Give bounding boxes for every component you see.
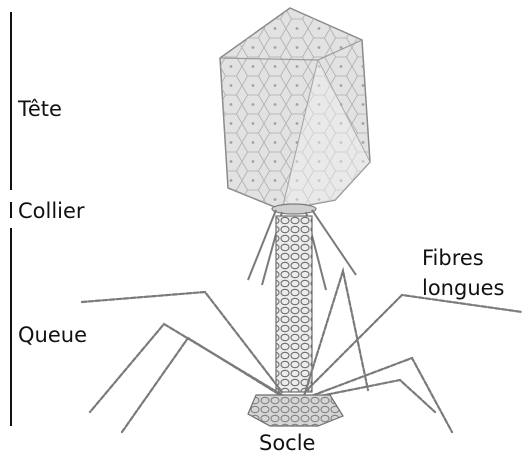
long-fibers-label-line1: Fibres	[422, 246, 484, 270]
collar-label: Collier	[18, 199, 85, 223]
baseplate-label: Socle	[259, 431, 315, 455]
tail-bracket-line	[10, 228, 12, 426]
tail-sheath	[276, 216, 312, 392]
capsid-head	[220, 8, 370, 210]
baseplate	[248, 395, 343, 426]
head-label: Tête	[18, 97, 62, 121]
collar-bracket-line	[10, 202, 12, 218]
head-bracket-line	[10, 12, 12, 190]
long-fibers-label-line2: longues	[422, 276, 505, 300]
tail-label: Queue	[18, 323, 87, 347]
